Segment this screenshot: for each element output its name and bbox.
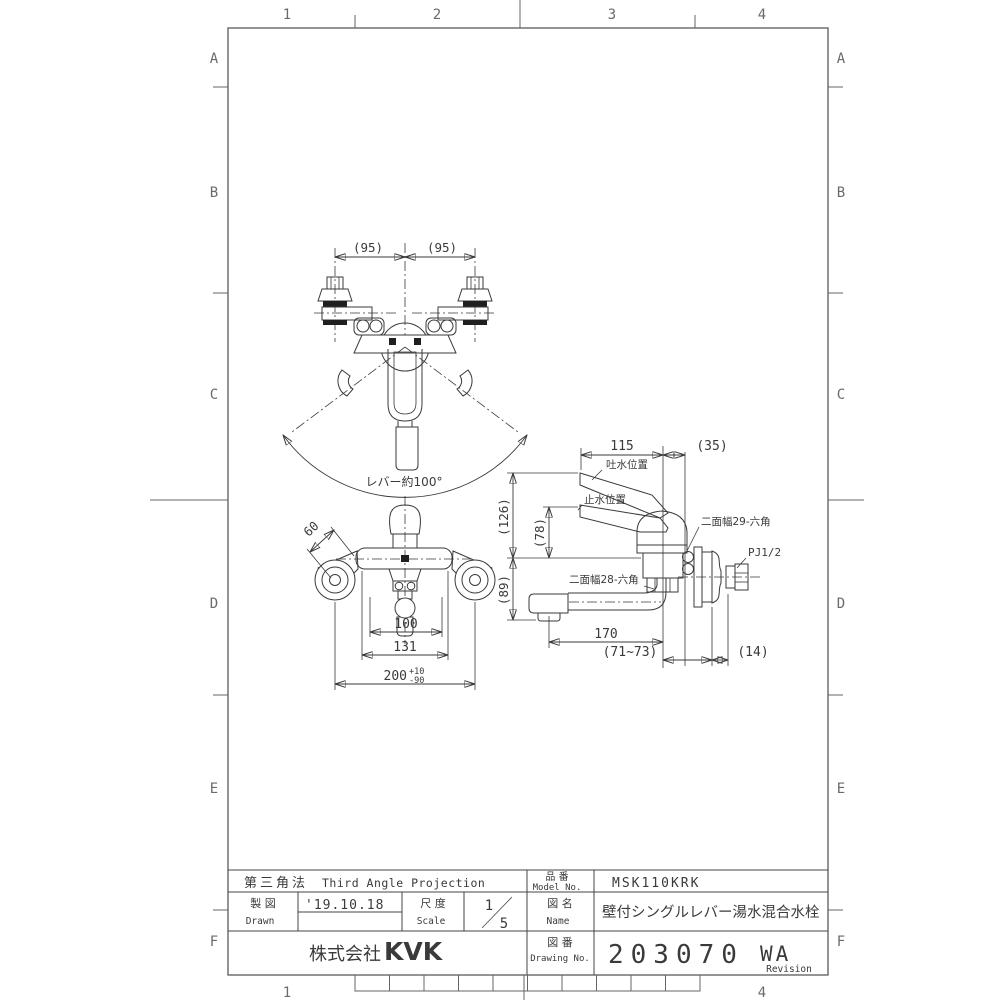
drawn-label-en: Drawn [246, 916, 275, 927]
dim-200: 200 [384, 669, 407, 684]
zone-number-bottom-1: 1 [283, 985, 291, 1000]
dim-131: 131 [393, 640, 416, 655]
model-no-label-en: Model No. [533, 883, 582, 893]
front-view: 60 100 131 200 +10 -90 [300, 496, 496, 690]
name-label-jp: 図 名 [547, 896, 573, 910]
zone-letter-right-a: A [837, 51, 846, 67]
name-label-en: Name [547, 916, 570, 927]
zone-number-top-3: 3 [608, 7, 616, 23]
dim-126: (126) [496, 498, 511, 536]
zone-letter-left-e: E [210, 781, 218, 797]
drawn-date: '19.10.18 [305, 898, 384, 913]
side-view: 115 (35) (126) (78) (89) 170 (71~73) (14… [496, 439, 781, 668]
projection-method-en: Third Angle Projection [322, 876, 485, 890]
drawing-no-value: 203070 [608, 940, 744, 970]
dim-100: 100 [394, 617, 417, 632]
drawing-name-value: 壁付シングルレバー湯水混合水栓 [602, 904, 820, 921]
scale-label-en: Scale [417, 916, 446, 927]
revision-value: WA [760, 942, 791, 966]
zone-letter-right-b: B [837, 185, 845, 201]
zone-number-bottom-4: 4 [758, 985, 766, 1000]
label-hex29: 二面幅29-六角 [701, 515, 771, 528]
projection-method-jp: 第三角法 [244, 876, 308, 891]
revision-label: Revision [766, 964, 812, 975]
top-view: (95) (95) レバー約100° [283, 240, 527, 498]
zone-number-top-4: 4 [758, 7, 766, 23]
dim-14: (14) [737, 645, 768, 660]
scale-graduation-bar [354, 974, 701, 992]
dim-89: (89) [496, 575, 511, 605]
label-pj-thread: PJ1/2 [748, 546, 781, 559]
label-discharge-position: 吐水位置 [606, 458, 648, 471]
dim-200-tol-upper: +10 [409, 667, 424, 677]
title-block: 第三角法 Third Angle Projection 品 番 Model No… [228, 869, 828, 975]
dim-35: (35) [696, 439, 727, 454]
company-prefix: 株式会社 [309, 944, 381, 965]
lever-angle-label: レバー約100° [366, 474, 443, 489]
zone-letter-right-c: C [837, 387, 845, 403]
scale-label-jp: 尺 度 [420, 896, 446, 910]
drawing-no-label-jp: 図 番 [547, 936, 573, 949]
drawing-no-label-en: Drawing No. [530, 954, 590, 964]
dim-115: 115 [610, 439, 633, 454]
company-brand-logo: KVK [384, 937, 444, 966]
zone-letter-left-f: F [210, 934, 218, 950]
scale-numerator: 1 [485, 898, 493, 914]
scale-denominator: 5 [500, 916, 508, 932]
zone-letter-left-d: D [210, 596, 218, 612]
zone-letter-right-f: F [837, 934, 845, 950]
zone-letter-right-e: E [837, 781, 845, 797]
zone-letter-left-b: B [210, 185, 218, 201]
dim-95-right: (95) [427, 240, 457, 255]
zone-number-top-2: 2 [433, 7, 441, 23]
dim-170: 170 [594, 627, 617, 642]
dim-78: (78) [532, 518, 547, 548]
label-stop-position: 止水位置 [584, 493, 626, 506]
model-no-label-jp: 品 番 [545, 871, 568, 883]
dim-95-left: (95) [353, 240, 383, 255]
dim-60: 60 [300, 518, 321, 539]
zone-letter-left-a: A [210, 51, 219, 67]
label-hex28: 二面幅28-六角 [569, 573, 639, 586]
zone-number-top-1: 1 [283, 7, 291, 23]
scale-fraction-slash [481, 896, 513, 929]
dim-71-73: (71~73) [603, 645, 658, 660]
drawn-label-jp: 製 図 [250, 896, 276, 910]
dim-200-tol-lower: -90 [409, 676, 424, 686]
zone-letter-right-d: D [837, 596, 845, 612]
zone-letter-left-c: C [210, 387, 218, 403]
model-no-value: MSK110KRK [612, 876, 700, 891]
zone-labels: 1 2 3 4 1 4 A B C D E F A B C D E F [210, 7, 846, 1000]
